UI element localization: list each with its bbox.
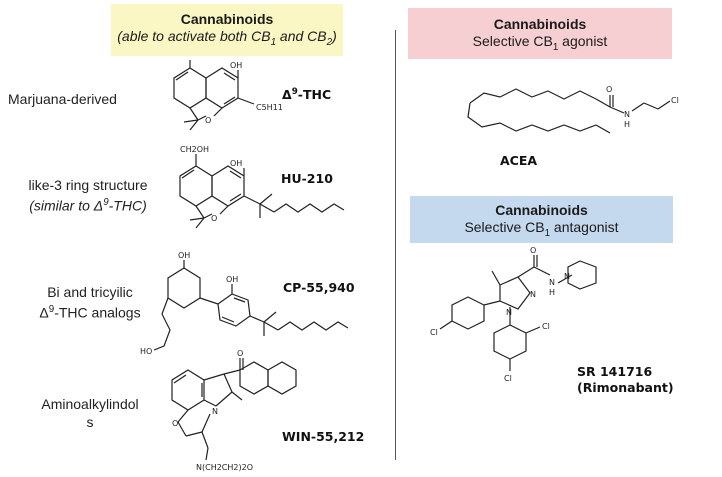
cp55940-label-line1: Bi and tricyilic [47,284,133,300]
rimonabant-pyrazole-n2-atom: N [506,308,512,317]
rimonabant-structure: O N H N N N Cl Cl Cl [430,246,597,383]
acea-h-atom: H [624,120,630,129]
cp55940-oh2-atom: OH [226,275,238,284]
win55212-morpholine-atom: N(CH2CH2)2O [196,463,253,472]
left-panel-subtitle: (able to activate both CB1 and CB2) [117,28,337,48]
acea-name: ACEA [500,153,538,168]
rimonabant-pyrazole-n-atom: N [530,290,536,299]
rimonabant-piperidine-n-atom: N [564,272,570,281]
hu210-structure: OH CH2OH O [179,145,345,229]
win55212-name: WIN-55,212 [282,429,365,444]
thc-structure: OH O C5H11 [173,60,283,131]
agonist-panel-header: Cannabinoids Selective CB1 agonist [408,8,672,59]
acea-cl-atom: Cl [671,96,679,105]
hu210-label: like-3 ring structure (similar to Δ9-THC… [8,176,168,215]
agonist-panel-title: Cannabinoids [493,16,587,32]
win55212-ring-o-atom: O [172,419,178,428]
acea-n-atom: N [624,110,630,119]
antagonist-panel-header: Cannabinoids Selective CB1 antagonist [410,196,673,243]
cp55940-label-line2: Δ9-THC analogs [39,304,141,321]
acea-structure: O N H Cl [467,85,679,134]
rimonabant-n-atom: N [549,278,555,287]
rimonabant-h-atom: H [549,288,555,297]
rimonabant-name-line1: SR 141716 [577,364,653,379]
antagonist-panel-title: Cannabinoids [495,202,588,218]
cp55940-name: CP-55,940 [283,280,355,295]
thc-name: Δ9-THC [282,87,332,103]
win55212-label: Aminoalkylindol s [28,395,152,431]
rimonabant-cl2-atom: Cl [542,322,550,331]
hu210-oh-atom: OH [230,159,242,168]
thc-oh-atom: OH [230,61,242,70]
win55212-o-atom: O [237,349,243,358]
hu210-ch2oh-atom: CH2OH [180,145,209,154]
win55212-n-atom: N [212,407,218,416]
win55212-structure: O N O N(CH2CH2)2O [171,349,297,472]
cp55940-oh-atom: OH [178,251,190,260]
thc-o-atom: O [205,116,211,125]
rimonabant-o-atom: O [530,246,536,255]
thc-c5h11-atom: C5H11 [256,103,283,112]
win55212-label-line2: s [86,414,94,430]
hu210-o-atom: O [211,214,217,223]
cp55940-ho-atom: HO [140,347,152,356]
thc-label: Marjuana-derived [8,91,117,107]
cp55940-structure: OH OH HO [140,251,349,356]
panel-divider [395,30,396,460]
rimonabant-cl3-atom: Cl [504,374,512,383]
acea-o-atom: O [606,85,612,94]
cp55940-label: Bi and tricyilic Δ9-THC analogs [20,283,160,322]
hu210-name: HU-210 [281,171,333,186]
hu210-label-line1: like-3 ring structure [28,177,148,193]
agonist-panel-subtitle: Selective CB1 agonist [472,33,608,53]
rimonabant-name-line2: (Rimonabant) [577,380,674,395]
rimonabant-cl1-atom: Cl [430,328,438,337]
antagonist-panel-subtitle: Selective CB1 antagonist [464,219,619,239]
hu210-label-line2: (similar to Δ9-THC) [29,197,147,214]
left-panel-title: Cannabinoids [180,11,274,27]
left-panel-header: Cannabinoids (able to activate both CB1 … [111,4,343,56]
win55212-label-line1: Aminoalkylindol [41,396,139,412]
